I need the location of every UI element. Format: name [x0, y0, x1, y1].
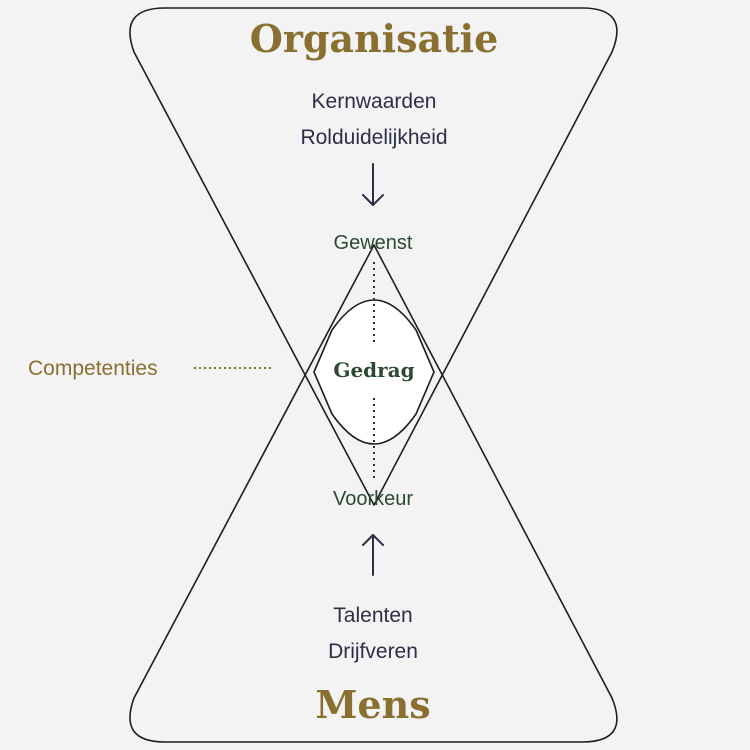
bottom-title: Mens — [315, 682, 430, 727]
arrow-up-icon — [362, 534, 384, 576]
top-item-1: Rolduidelijkheid — [300, 126, 447, 149]
bottom-triangle-shape — [129, 244, 618, 743]
top-title: Organisatie — [250, 16, 499, 61]
side-label: Competenties — [28, 357, 158, 380]
center-label: Gedrag — [333, 358, 414, 382]
center-diamond-shape — [313, 299, 435, 445]
top-item-0: Kernwaarden — [312, 90, 437, 113]
top-triangle-shape — [129, 7, 618, 506]
bottom-item-0: Talenten — [333, 604, 412, 627]
bottom-outcome-label: Voorkeur — [333, 488, 413, 510]
bottom-item-1: Drijfveren — [328, 640, 418, 663]
top-outcome-label: Gewenst — [334, 232, 413, 254]
arrow-down-icon — [362, 163, 384, 206]
